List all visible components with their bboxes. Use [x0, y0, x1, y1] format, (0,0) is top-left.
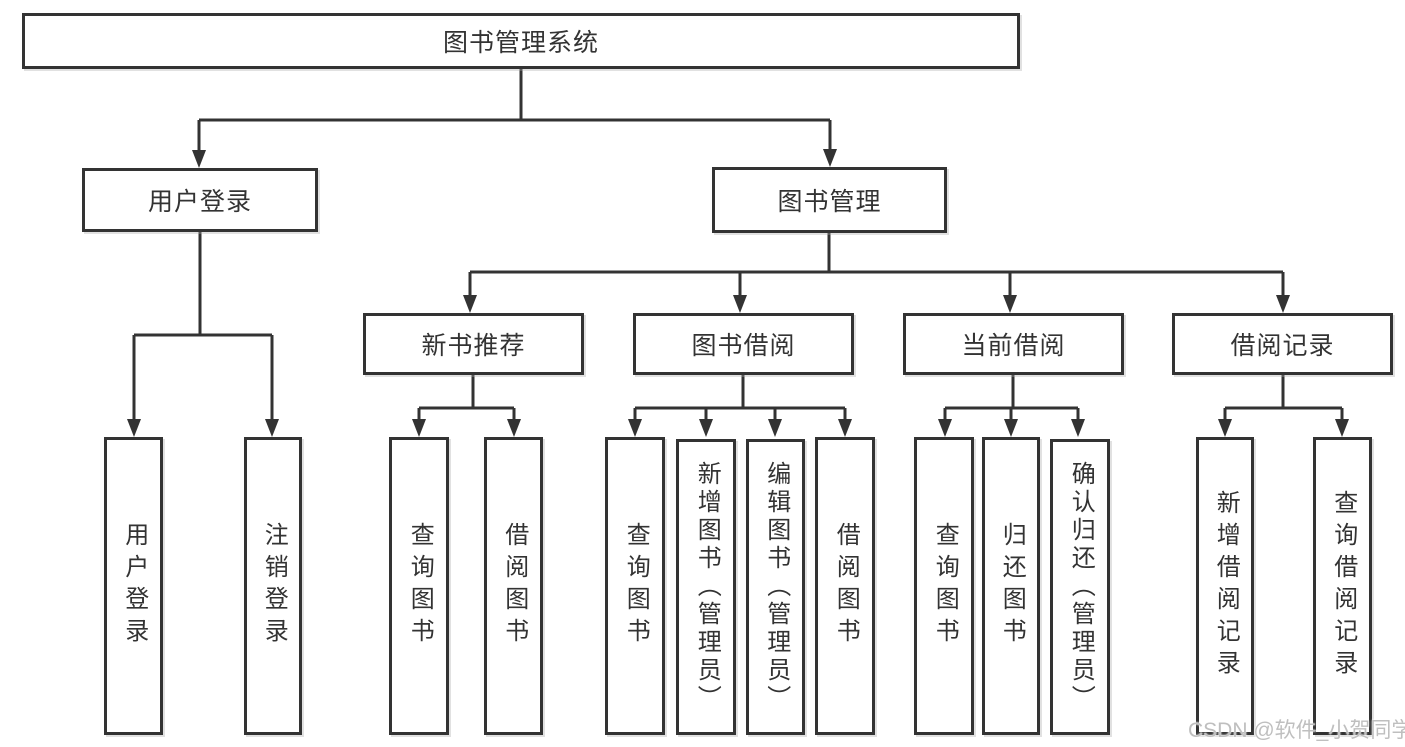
node-current-borrow: 当前借阅: [903, 313, 1124, 375]
leaf-borrow-query-book: 查询图书: [605, 437, 665, 735]
leaf-confirm-return-admin-label: 确认归还（管理员）: [1067, 461, 1095, 713]
node-user-login-label: 用户登录: [147, 188, 252, 216]
leaf-user-login: 用户登录: [104, 437, 163, 735]
leaf-recommend-query-book-label: 查询图书: [406, 522, 434, 650]
leaf-query-borrow-record-label: 查询借阅记录: [1329, 490, 1357, 682]
node-root: 图书管理系统: [22, 13, 1020, 69]
leaf-confirm-return-admin: 确认归还（管理员）: [1050, 439, 1110, 735]
node-borrow-record-label: 借阅记录: [1230, 332, 1335, 360]
node-borrow-record: 借阅记录: [1172, 313, 1393, 375]
node-new-book-recommend-label: 新书推荐: [421, 332, 526, 360]
leaf-edit-book-admin: 编辑图书（管理员）: [746, 439, 805, 735]
node-root-label: 图书管理系统: [442, 29, 599, 57]
leaf-query-borrow-record: 查询借阅记录: [1313, 437, 1372, 735]
leaf-return-book: 归还图书: [982, 437, 1040, 735]
leaf-add-book-admin-label: 新增图书（管理员）: [693, 461, 721, 713]
leaf-recommend-borrow-book-label: 借阅图书: [500, 522, 528, 650]
leaf-add-book-admin: 新增图书（管理员）: [676, 439, 736, 735]
node-book-management: 图书管理: [712, 167, 947, 233]
leaf-add-borrow-record-label: 新增借阅记录: [1212, 490, 1240, 682]
leaf-user-login-label: 用户登录: [120, 522, 148, 650]
leaf-add-borrow-record: 新增借阅记录: [1196, 437, 1254, 735]
leaf-return-book-label: 归还图书: [998, 522, 1026, 650]
node-book-borrow-label: 图书借阅: [691, 332, 796, 360]
leaf-logout-label: 注销登录: [260, 522, 288, 650]
leaf-recommend-query-book: 查询图书: [389, 437, 449, 735]
arrowheads: [127, 149, 1349, 437]
node-book-borrow: 图书借阅: [633, 313, 854, 375]
leaf-recommend-borrow-book: 借阅图书: [484, 437, 543, 735]
leaf-borrow-query-book-label: 查询图书: [622, 522, 650, 650]
leaf-current-query-book: 查询图书: [914, 437, 974, 735]
csdn-watermark: CSDN @软件_小贺同学: [1188, 719, 1405, 742]
node-current-borrow-label: 当前借阅: [961, 332, 1066, 360]
node-book-management-label: 图书管理: [777, 188, 882, 216]
leaf-borrow-borrow-book-label: 借阅图书: [832, 522, 860, 650]
node-user-login: 用户登录: [82, 168, 318, 232]
leaf-logout: 注销登录: [244, 437, 302, 735]
leaf-edit-book-admin-label: 编辑图书（管理员）: [762, 461, 790, 713]
leaf-borrow-borrow-book: 借阅图书: [815, 437, 875, 735]
leaf-current-query-book-label: 查询图书: [931, 522, 959, 650]
node-new-book-recommend: 新书推荐: [363, 313, 584, 375]
